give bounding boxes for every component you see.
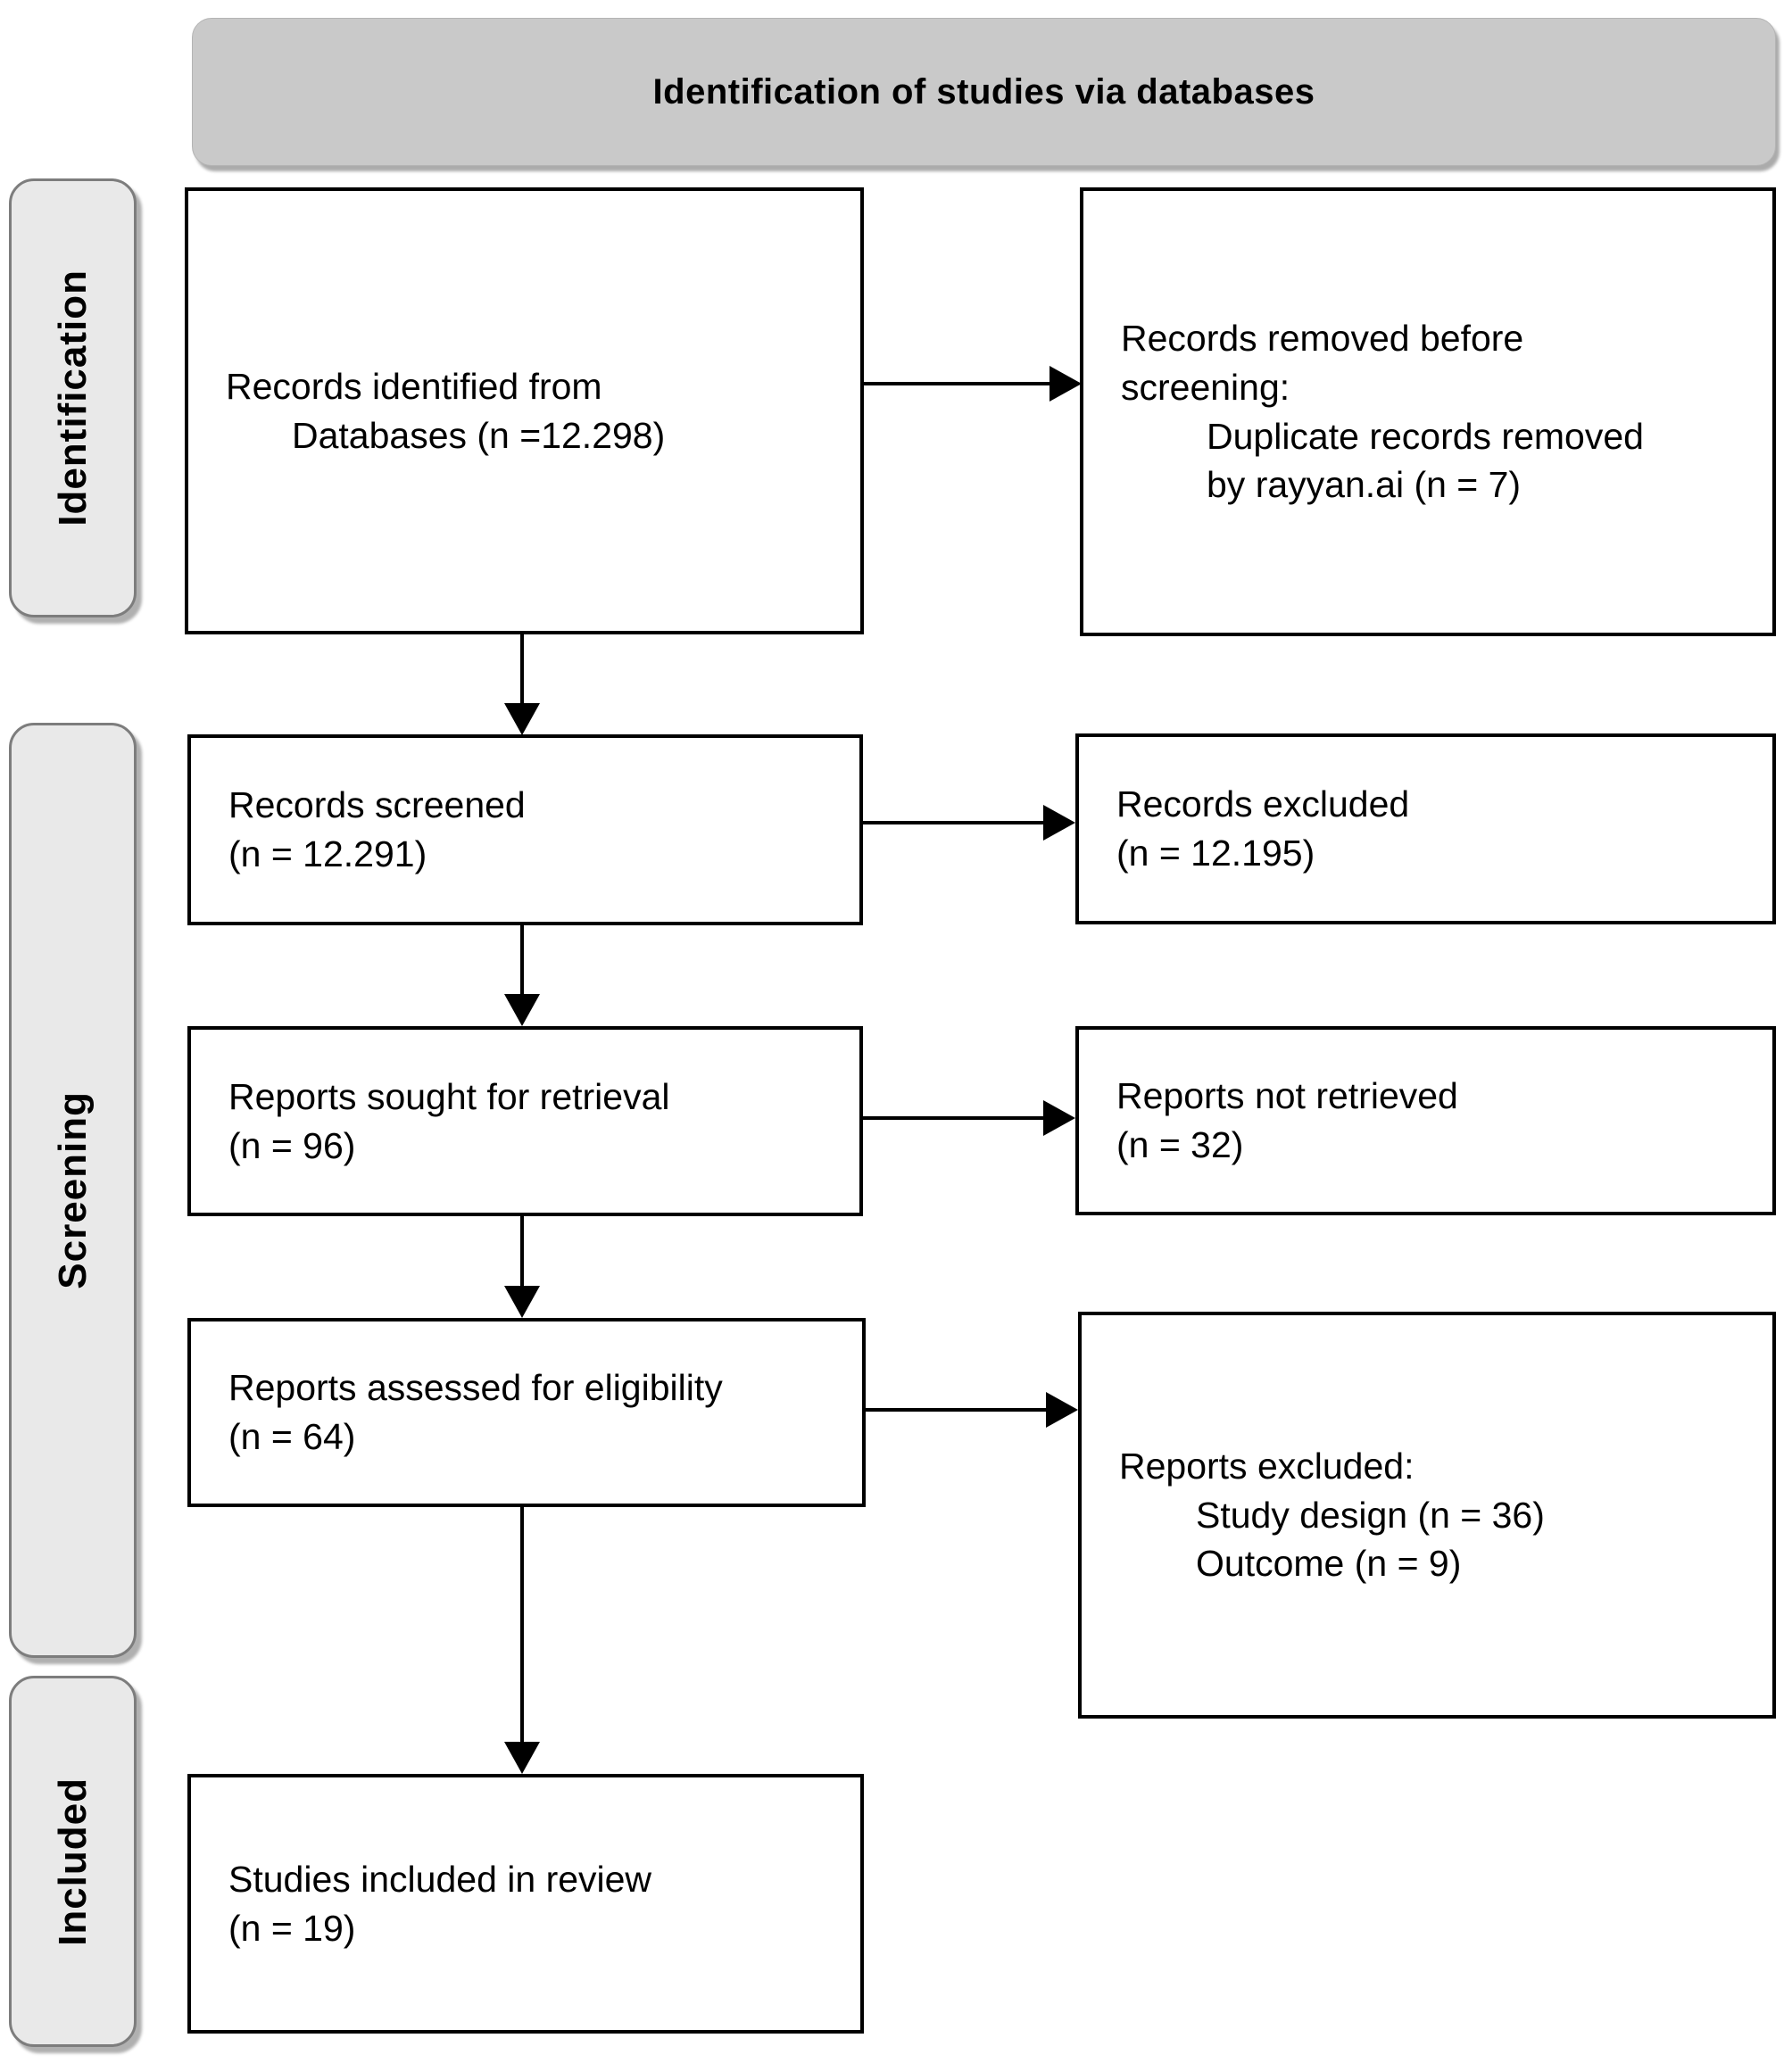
- arrow-line: [862, 382, 1051, 385]
- box-records-excluded-line2: (n = 12.195): [1116, 833, 1315, 874]
- stage-label-identification: Identification: [9, 178, 137, 617]
- arrowhead-right-icon: [1049, 366, 1082, 402]
- box-reports-sought: Reports sought for retrieval (n = 96): [187, 1026, 863, 1216]
- box-reports-not-retrieved-line1: Reports not retrieved: [1116, 1075, 1458, 1117]
- arrowhead-down-icon: [504, 994, 540, 1026]
- arrowhead-right-icon: [1046, 1392, 1078, 1428]
- box-reports-excluded-line3: Outcome (n = 9): [1196, 1543, 1462, 1585]
- box-reports-assessed-line1: Reports assessed for eligibility: [228, 1367, 723, 1409]
- arrow-line: [864, 1408, 1048, 1412]
- arrow-line: [520, 1214, 524, 1288]
- arrowhead-down-icon: [504, 1286, 540, 1318]
- box-reports-excluded: Reports excluded: Study design (n = 36) …: [1078, 1312, 1776, 1719]
- box-records-identified-line2: Databases (n =12.298): [292, 414, 666, 456]
- stage-label-screening-text: Screening: [50, 1091, 95, 1289]
- box-records-excluded: Records excluded (n = 12.195): [1075, 733, 1776, 924]
- box-reports-not-retrieved-line2: (n = 32): [1116, 1124, 1244, 1165]
- stage-label-included-text: Included: [50, 1777, 95, 1946]
- arrowhead-right-icon: [1043, 805, 1075, 841]
- title-banner: Identification of studies via databases: [192, 18, 1776, 166]
- box-records-removed: Records removed before screening: Duplic…: [1080, 187, 1776, 636]
- box-reports-assessed: Reports assessed for eligibility (n = 64…: [187, 1318, 866, 1507]
- arrow-line: [861, 1116, 1045, 1120]
- arrow-line: [861, 821, 1045, 824]
- box-studies-included: Studies included in review (n = 19): [187, 1774, 864, 2034]
- box-records-removed-line2: screening:: [1121, 366, 1290, 408]
- box-reports-not-retrieved: Reports not retrieved (n = 32): [1075, 1026, 1776, 1215]
- stage-label-screening: Screening: [9, 723, 137, 1658]
- box-records-removed-line4: by rayyan.ai (n = 7): [1207, 464, 1522, 506]
- box-reports-sought-line2: (n = 96): [228, 1124, 356, 1166]
- arrow-line: [520, 1505, 524, 1744]
- box-studies-included-line1: Studies included in review: [228, 1858, 652, 1900]
- stage-label-included: Included: [9, 1676, 137, 2047]
- box-studies-included-line2: (n = 19): [228, 1907, 356, 1949]
- box-reports-sought-line1: Reports sought for retrieval: [228, 1075, 670, 1117]
- box-reports-excluded-line2: Study design (n = 36): [1196, 1494, 1545, 1536]
- arrowhead-right-icon: [1043, 1100, 1075, 1136]
- box-records-excluded-line1: Records excluded: [1116, 783, 1410, 825]
- box-reports-excluded-line1: Reports excluded:: [1119, 1446, 1415, 1487]
- arrow-line: [520, 633, 524, 705]
- box-records-screened-line2: (n = 12.291): [228, 833, 427, 874]
- arrowhead-down-icon: [504, 1742, 540, 1774]
- box-records-removed-line3: Duplicate records removed: [1207, 415, 1644, 457]
- arrowhead-down-icon: [504, 703, 540, 735]
- box-records-screened-line1: Records screened: [228, 784, 526, 826]
- box-reports-assessed-line2: (n = 64): [228, 1416, 356, 1457]
- box-records-identified-line1: Records identified from: [226, 365, 602, 407]
- diagram-title: Identification of studies via databases: [652, 71, 1315, 112]
- box-records-removed-line1: Records removed before: [1121, 318, 1524, 360]
- box-records-screened: Records screened (n = 12.291): [187, 734, 863, 925]
- box-records-identified: Records identified from Databases (n =12…: [185, 187, 864, 634]
- arrow-line: [520, 924, 524, 996]
- stage-label-identification-text: Identification: [50, 269, 95, 526]
